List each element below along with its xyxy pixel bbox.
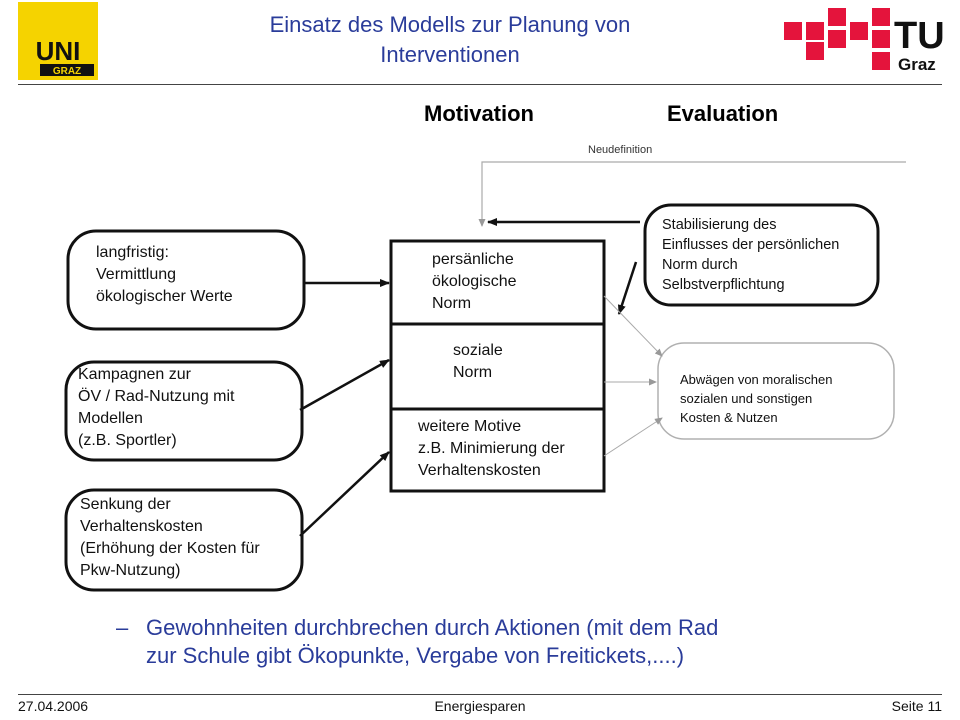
stabilisierung-text: Stabilisierung des Einflusses der persön…: [662, 217, 840, 293]
left-box-2-text: Kampagnen zur ÖV / Rad-Nutzung mit Model…: [78, 366, 235, 449]
slide-title: Einsatz des Modells zur Planung von Inte…: [269, 12, 631, 67]
uni-graz-logo: UNI GRAZ: [18, 2, 98, 80]
header-divider: [18, 84, 942, 85]
abwaegen-text: Abwägen von moralischen sozialen und son…: [680, 372, 833, 425]
uni-graz-logo-text1: UNI: [36, 36, 81, 66]
norm-section-3-text: weitere Motive z.B. Minimierung der Verh…: [418, 418, 565, 479]
arrow-stabil-down: [617, 261, 638, 315]
stabilisierung-box: [643, 203, 880, 307]
tu-graz-logo: TU Graz: [780, 4, 945, 78]
left-box-1-text: langfristig: Vermittlung ökologischer We…: [96, 244, 233, 305]
uni-graz-logo-text2: GRAZ: [53, 66, 81, 77]
tu-graz-logo-text1: TU: [894, 15, 944, 57]
left-box-1: [66, 229, 306, 331]
arrow-left-2: [299, 358, 390, 412]
norm-section-2-text: soziale Norm: [453, 342, 503, 381]
neudefinition-line: [478, 161, 906, 227]
footer-page: Seite 11: [891, 698, 942, 714]
left-box-2: [64, 360, 304, 462]
arrow-left-3: [299, 451, 390, 537]
footer-divider: [18, 694, 942, 695]
bullet-dash: –: [116, 615, 129, 640]
neudefinition-label: Neudefinition: [588, 144, 652, 156]
arrow-grey-3: [603, 417, 663, 457]
norm-box: [389, 239, 606, 493]
header-motivation: Motivation: [424, 101, 534, 126]
arrow-grey-1: [603, 295, 663, 357]
norm-section-1-text: persänliche ökologische Norm: [432, 251, 517, 312]
left-box-3-text: Senkung der Verhaltenskosten (Erhöhung d…: [80, 496, 260, 579]
footer-center: Energiesparen: [434, 698, 526, 714]
left-box-3: [64, 488, 304, 592]
tu-graz-logo-text2: Graz: [898, 55, 936, 74]
bullet-text: Gewohnheiten durchbrechen durch Aktionen…: [146, 615, 719, 668]
footer-date: 27.04.2006: [18, 698, 89, 714]
abwaegen-box: [657, 342, 895, 440]
header-evaluation: Evaluation: [667, 101, 778, 126]
